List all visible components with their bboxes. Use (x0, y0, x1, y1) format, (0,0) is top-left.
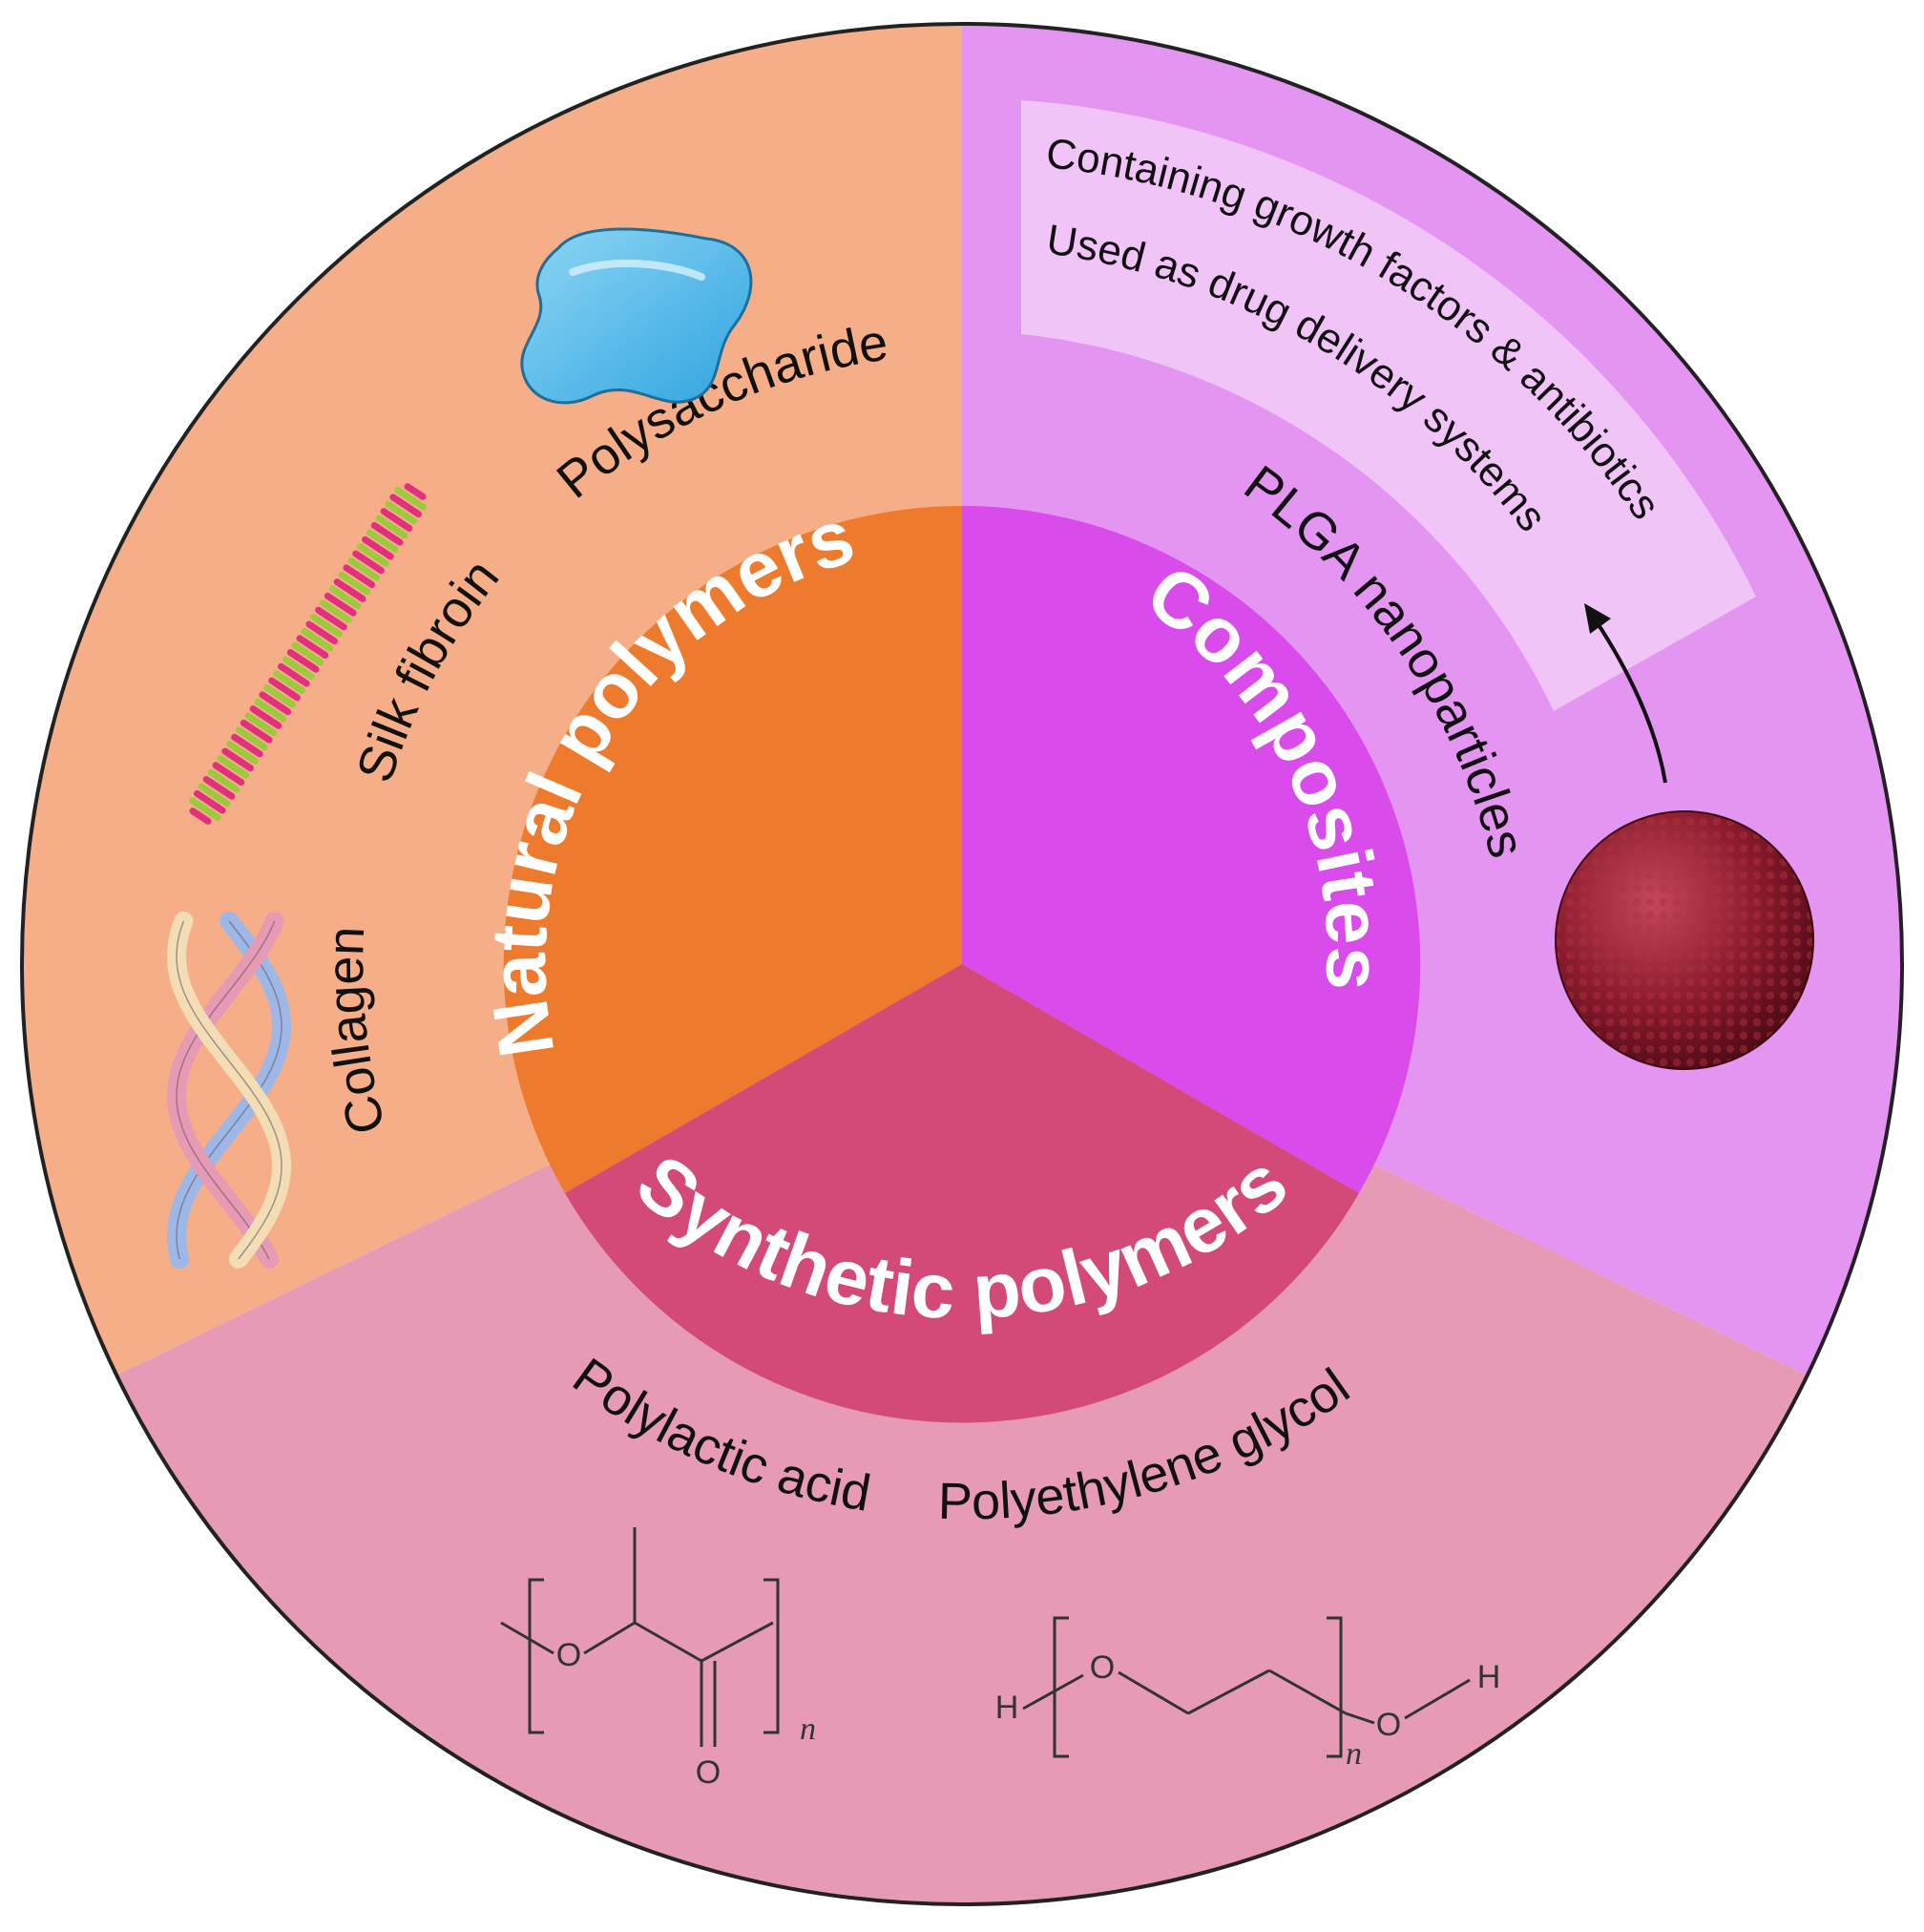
peg-h-left: H (995, 1690, 1019, 1726)
silk-helix-segment (231, 733, 263, 758)
silk-helix-segment (362, 536, 394, 560)
silk-helix-segment (324, 592, 357, 617)
collagen-triple-helix-icon (166, 912, 292, 1269)
plga-nanoparticle-sphere-icon (1555, 810, 1814, 1070)
silk-fibroin-helix-icon (189, 483, 427, 825)
outer-circle-outline (20, 22, 1904, 1906)
silk-helix-segment (343, 564, 376, 589)
silk-helix-segment (389, 494, 423, 518)
silk-helix-segment (189, 808, 212, 825)
silk-helix-segment (207, 768, 240, 793)
silk-helix-segment (221, 747, 254, 772)
natural-inner-sector (503, 505, 962, 1193)
silk-helix-segment (189, 797, 221, 821)
collagen-strand-outline (176, 920, 282, 1260)
silk-helix-segment (315, 606, 347, 631)
silk-helix-segment (259, 691, 292, 716)
silk-helix-segment (375, 514, 408, 539)
silk-helix-segment (240, 719, 273, 744)
silk-helix-segment (217, 754, 250, 779)
silk-helix-segment (347, 556, 381, 581)
silk-helix-segment (235, 726, 268, 751)
silk-helix-segment (198, 783, 231, 808)
silk-helix-segment (310, 614, 343, 638)
silk-helix-segment (202, 776, 236, 800)
composites-info-box (1021, 100, 1756, 711)
silk-helix-segment (380, 508, 413, 532)
pla-carbonyl-oxygen: O (696, 1754, 721, 1791)
polysaccharide-blob-icon (520, 227, 753, 405)
peg-end-oxygen: O (1376, 1707, 1401, 1743)
silk-helix-segment (320, 599, 352, 623)
silk-helix-segment (249, 705, 282, 729)
silk-helix-segment (263, 684, 296, 708)
silk-helix-segment (370, 522, 404, 546)
synthetic-outer-sector (22, 964, 1902, 1904)
silk-helix-segment (291, 641, 324, 666)
silk-helix-segment (305, 620, 339, 645)
pla-oxygen: O (556, 1637, 581, 1673)
silk-helix-segment (193, 789, 226, 814)
silk-helix-segment (338, 571, 371, 596)
collagen-strand-outline (176, 920, 276, 1260)
silk-helix-segment (366, 529, 399, 554)
silk-helix-segment (244, 712, 278, 737)
silk-helix-segment (282, 656, 315, 681)
arrow-to-info-box (1584, 603, 1667, 784)
silk-helix-segment (404, 483, 427, 500)
silk-helix-segment (328, 585, 362, 610)
silk-helix-segment (394, 487, 427, 511)
polyethylene-glycol-structure: H O n O H (995, 1616, 1501, 1772)
composites-inner-sector (962, 505, 1421, 1193)
silk-helix-segment (296, 635, 329, 659)
silk-helix-segment (286, 649, 320, 673)
pla-repeat-n: n (800, 1712, 816, 1747)
peg-repeat-n: n (1346, 1736, 1362, 1772)
silk-helix-segment (385, 500, 418, 525)
silk-helix-segment (301, 627, 334, 652)
silk-helix-segment (273, 670, 305, 694)
synthetic-inner-sector (565, 964, 1359, 1423)
silk-helix-segment (226, 741, 259, 765)
polylactic-acid-structure: O O n (500, 1527, 816, 1791)
silk-helix-segment (254, 698, 287, 723)
silk-helix-segment (268, 677, 301, 702)
silk-helix-segment (212, 762, 245, 786)
silk-helix-segment (333, 578, 366, 602)
peg-oxygen: O (1090, 1649, 1115, 1686)
silk-helix-segment (357, 543, 389, 567)
silk-helix-segment (352, 550, 385, 575)
peg-h-right: H (1477, 1659, 1501, 1695)
silk-helix-segment (277, 662, 310, 687)
